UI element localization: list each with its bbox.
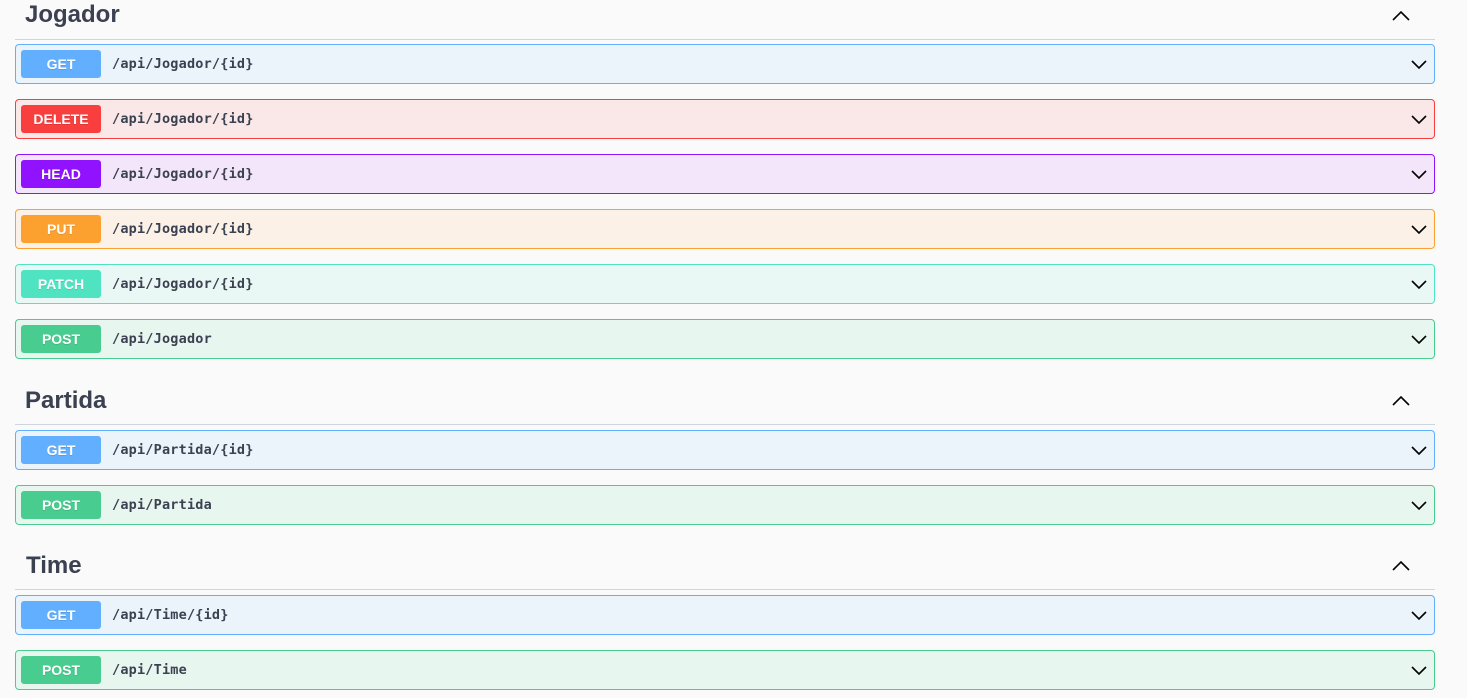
tag-header-partida[interactable]: Partida	[15, 385, 1435, 425]
operation-get-time-id[interactable]: GET /api/Time/{id}	[15, 595, 1435, 635]
method-badge: GET	[21, 50, 101, 78]
method-badge: POST	[21, 325, 101, 353]
method-badge: DELETE	[21, 105, 101, 133]
chevron-up-icon[interactable]	[1389, 391, 1413, 411]
operation-path: /api/Jogador/{id}	[112, 221, 254, 237]
operation-path: /api/Time/{id}	[112, 607, 229, 623]
method-badge: POST	[21, 656, 101, 684]
method-badge: GET	[21, 601, 101, 629]
method-badge: POST	[21, 491, 101, 519]
operation-path: /api/Jogador/{id}	[112, 276, 254, 292]
tag-header-jogador[interactable]: Jogador	[15, 0, 1435, 40]
operation-get-jogador-id[interactable]: GET /api/Jogador/{id}	[15, 44, 1435, 84]
chevron-down-icon[interactable]	[1409, 495, 1429, 515]
tag-header-time[interactable]: Time	[15, 550, 1435, 590]
operation-head-jogador-id[interactable]: HEAD /api/Jogador/{id}	[15, 154, 1435, 194]
method-badge: PATCH	[21, 270, 101, 298]
chevron-down-icon[interactable]	[1409, 329, 1429, 349]
operation-path: /api/Time	[112, 662, 187, 678]
operation-delete-jogador-id[interactable]: DELETE /api/Jogador/{id}	[15, 99, 1435, 139]
operation-post-time[interactable]: POST /api/Time	[15, 650, 1435, 690]
operation-post-jogador[interactable]: POST /api/Jogador	[15, 319, 1435, 359]
operation-get-partida-id[interactable]: GET /api/Partida/{id}	[15, 430, 1435, 470]
method-badge: GET	[21, 436, 101, 464]
chevron-up-icon[interactable]	[1389, 556, 1413, 576]
chevron-down-icon[interactable]	[1409, 164, 1429, 184]
operation-path: /api/Partida	[112, 497, 212, 513]
operation-post-partida[interactable]: POST /api/Partida	[15, 485, 1435, 525]
operation-put-jogador-id[interactable]: PUT /api/Jogador/{id}	[15, 209, 1435, 249]
operation-path: /api/Jogador/{id}	[112, 111, 254, 127]
operation-path: /api/Jogador/{id}	[112, 56, 254, 72]
operation-path: /api/Jogador/{id}	[112, 166, 254, 182]
tag-title: Time	[26, 552, 82, 579]
operation-path: /api/Partida/{id}	[112, 442, 254, 458]
chevron-up-icon[interactable]	[1389, 6, 1413, 26]
chevron-down-icon[interactable]	[1409, 109, 1429, 129]
chevron-down-icon[interactable]	[1409, 219, 1429, 239]
tag-title: Jogador	[25, 1, 120, 28]
chevron-down-icon[interactable]	[1409, 54, 1429, 74]
method-badge: HEAD	[21, 160, 101, 188]
chevron-down-icon[interactable]	[1409, 660, 1429, 680]
chevron-down-icon[interactable]	[1409, 605, 1429, 625]
method-badge: PUT	[21, 215, 101, 243]
chevron-down-icon[interactable]	[1409, 440, 1429, 460]
chevron-down-icon[interactable]	[1409, 274, 1429, 294]
operation-patch-jogador-id[interactable]: PATCH /api/Jogador/{id}	[15, 264, 1435, 304]
tag-title: Partida	[25, 387, 107, 414]
operation-path: /api/Jogador	[112, 331, 212, 347]
